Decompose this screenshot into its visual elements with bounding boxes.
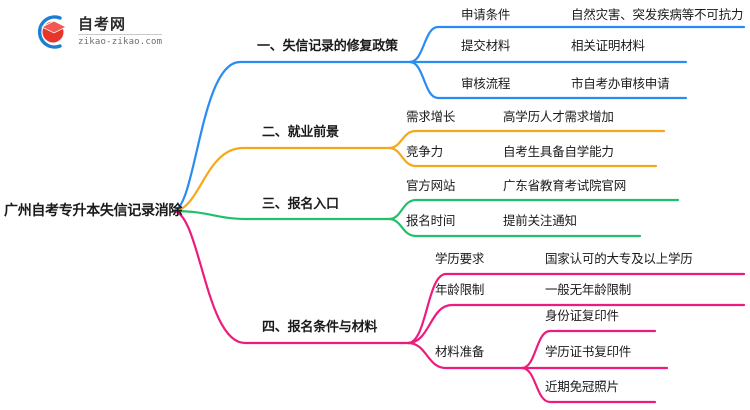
mindmap-root-node[interactable]: 广州自考专升本失信记录消除 (4, 203, 183, 219)
branch-node-4[interactable]: 四、报名条件与材料 (262, 320, 378, 335)
subnode-4-2[interactable]: 年龄限制 (435, 282, 485, 297)
branch-node-2[interactable]: 二、就业前景 (262, 125, 339, 140)
leaf-1-2-1[interactable]: 相关证明材料 (571, 38, 645, 53)
connector-branch4-child1 (406, 272, 746, 345)
graduation-cap-icon (30, 12, 72, 52)
connector-branch3-child2 (387, 217, 642, 238)
leaf-1-3-1[interactable]: 市自考办审核申请 (571, 76, 670, 91)
connector-branch1-child3 (408, 60, 688, 100)
subnode-1-1[interactable]: 申请条件 (461, 7, 511, 22)
leaf-4-1-1[interactable]: 国家认可的大专及以上学历 (545, 251, 693, 266)
leaf-3-1-1[interactable]: 广东省教育考试院官网 (503, 178, 627, 193)
connector-branch1-child1 (408, 25, 746, 64)
subnode-2-1[interactable]: 需求增长 (406, 109, 456, 124)
connector-root-branch3 (171, 209, 391, 221)
leaf-4-2-1[interactable]: 一般无年龄限制 (545, 282, 632, 297)
connector-root-branch2 (171, 146, 391, 213)
logo-text: 自考网 zikao-zikao.com (78, 17, 163, 47)
subnode-3-1[interactable]: 官方网站 (406, 178, 456, 193)
subnode-1-2[interactable]: 提交材料 (461, 38, 511, 53)
leaf-4-3-3[interactable]: 近期免冠照片 (545, 379, 619, 394)
subnode-4-3[interactable]: 材料准备 (435, 344, 485, 359)
leaf-1-1-1[interactable]: 自然灾害、突发疾病等不可抗力 (571, 7, 744, 22)
connector-branch4-child2 (406, 303, 746, 345)
subnode-3-2[interactable]: 报名时间 (406, 213, 456, 228)
branch-node-1[interactable]: 一、失信记录的修复政策 (257, 39, 398, 54)
subnode-4-1[interactable]: 学历要求 (435, 251, 485, 266)
connector-materials-leaf1 (520, 329, 657, 370)
leaf-4-3-1[interactable]: 身份证复印件 (545, 308, 619, 323)
connector-branch3-child1 (387, 198, 680, 221)
connector-root-branch4 (171, 209, 410, 345)
connector-materials-leaf3 (520, 366, 657, 404)
branch-node-3[interactable]: 三、报名入口 (262, 197, 339, 212)
leaf-4-3-2[interactable]: 学历证书复印件 (545, 344, 632, 359)
connector-root-branch1 (171, 60, 410, 213)
connector-branch4-child3 (406, 341, 524, 370)
subnode-1-3[interactable]: 审核流程 (461, 76, 511, 91)
connector-branch2-child2 (387, 146, 658, 168)
leaf-3-2-1[interactable]: 提前关注通知 (503, 213, 577, 228)
leaf-2-2-1[interactable]: 自考生具备自学能力 (503, 144, 614, 159)
subnode-2-2[interactable]: 竞争力 (406, 144, 443, 159)
logo-name: 自考网 (78, 17, 163, 35)
logo-domain: zikao-zikao.com (78, 37, 163, 47)
leaf-2-1-1[interactable]: 高学历人才需求增加 (503, 109, 614, 124)
site-logo: 自考网 zikao-zikao.com (30, 12, 163, 52)
